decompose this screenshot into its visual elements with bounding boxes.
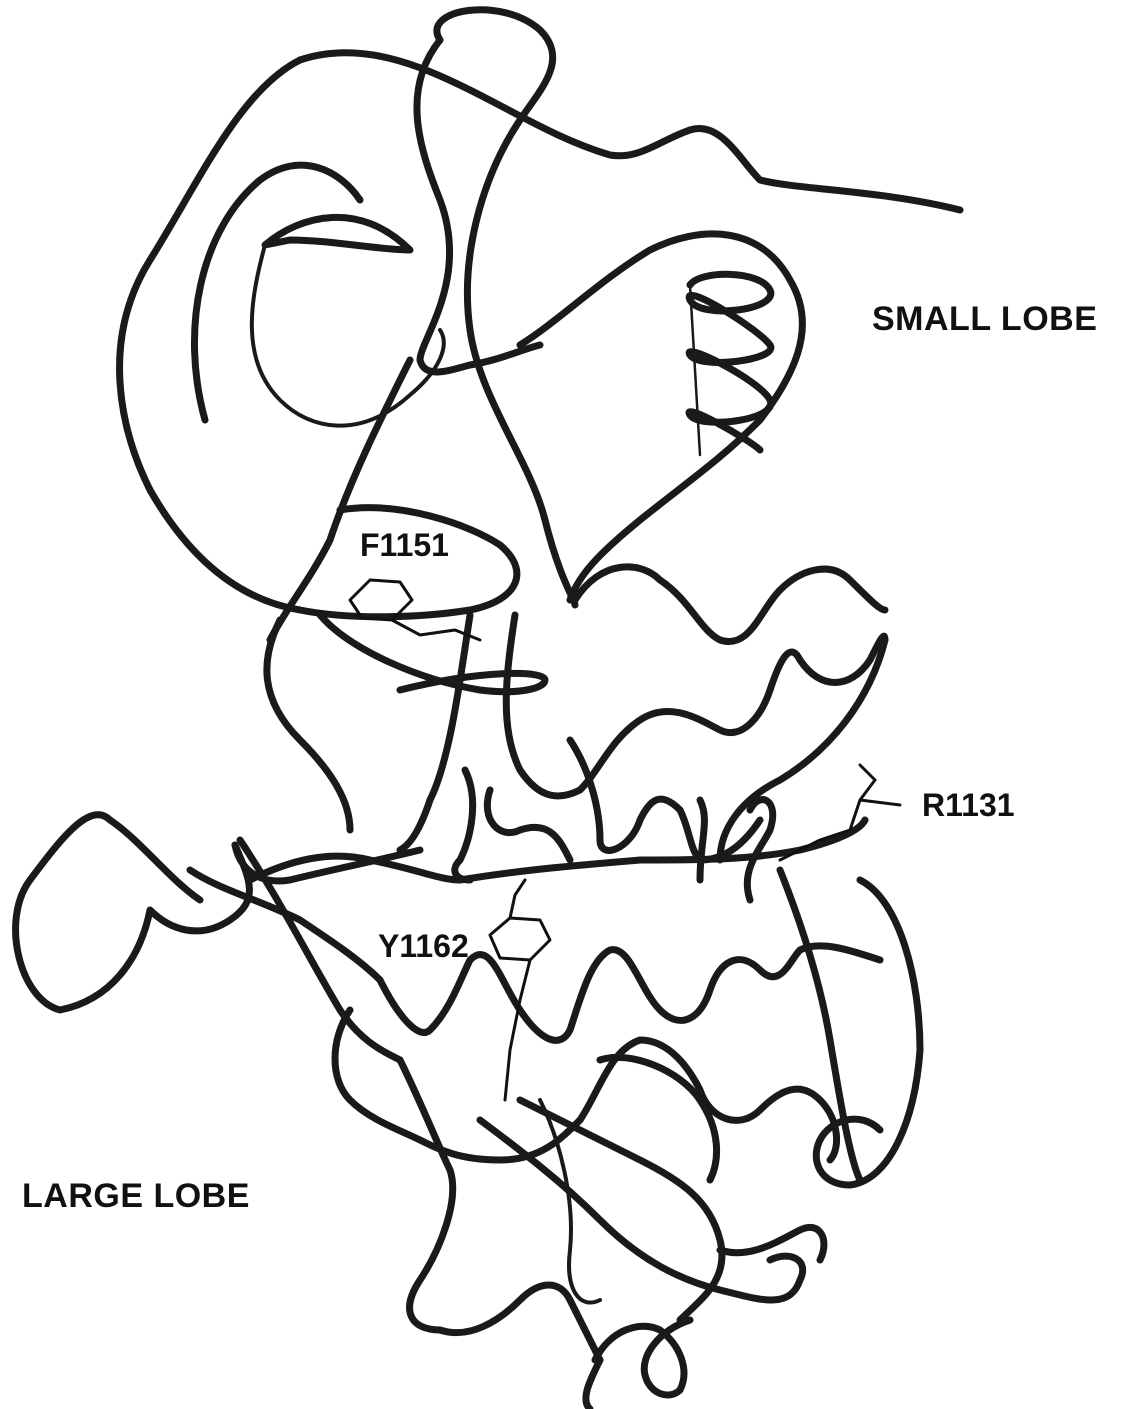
small-lobe-ribbon	[120, 10, 960, 640]
small-lobe-label: SMALL LOBE	[872, 300, 1097, 339]
y1162-label: Y1162	[378, 928, 469, 965]
y1162-sidechain	[490, 880, 550, 1100]
large-lobe-label: LARGE LOBE	[22, 1177, 250, 1216]
f1151-label: F1151	[360, 527, 449, 564]
r1131-label: R1131	[922, 787, 1015, 824]
r1131-sidechain	[780, 765, 900, 860]
